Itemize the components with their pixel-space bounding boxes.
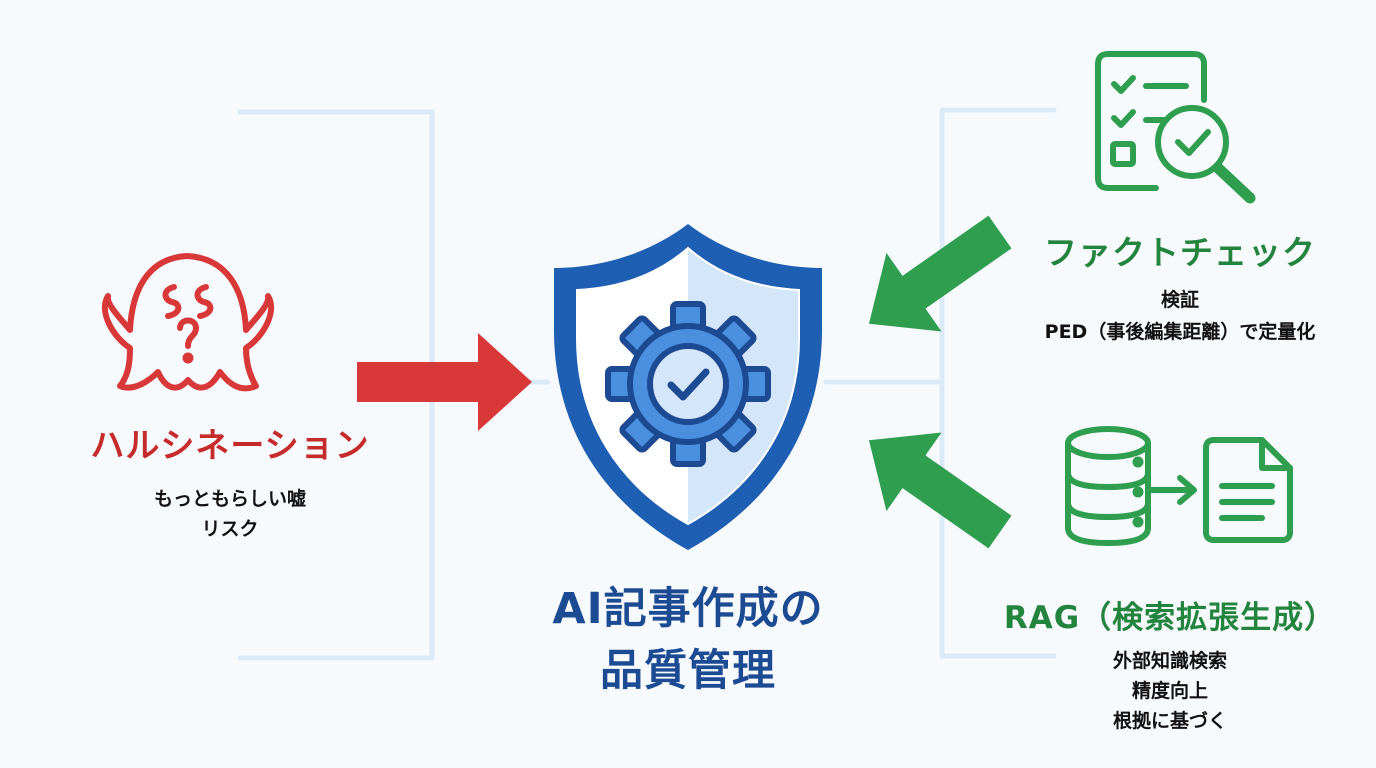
checklist-tick-1	[1111, 75, 1136, 94]
green-arrow-bottom-shape	[868, 432, 1012, 549]
ghost-squiggle-left	[162, 284, 182, 319]
ghost-squiggle-right	[194, 284, 214, 319]
red-arrow	[357, 333, 532, 431]
database-to-document-icon	[1065, 426, 1293, 546]
database-dot-3	[1132, 516, 1144, 528]
magnifier-handle	[1212, 162, 1256, 204]
green-arrow-bottom	[868, 432, 1012, 549]
magnifier-check	[1175, 129, 1211, 156]
hallucination-desc-line-1: もっともらしい嘘	[153, 488, 306, 510]
green-arrow-top	[868, 215, 1012, 332]
quality-management-title-line-2: 品質管理	[600, 646, 776, 696]
rag-desc-line-1: 外部知識検索	[1112, 650, 1227, 672]
rag-desc-line-3: 根拠に基づく	[1112, 710, 1227, 732]
database-top	[1065, 426, 1151, 460]
database-dot-1	[1132, 456, 1144, 468]
checklist-magnifier-icon	[1095, 51, 1256, 204]
document-icon	[1203, 437, 1293, 543]
ghost-question-mark	[177, 317, 199, 349]
quality-management-title-line-1: AI記事作成の	[552, 584, 824, 634]
hallucination-title: ハルシネーション	[90, 426, 370, 466]
right-bracket	[823, 107, 1057, 659]
rag-desc: 外部知識検索 精度向上 根拠に基づく	[980, 646, 1360, 736]
ghost-outline	[101, 253, 275, 392]
fact-check-title: ファクトチェック	[1044, 233, 1316, 272]
check-mark-icon	[667, 368, 710, 401]
shield-gear-check-icon	[554, 224, 822, 550]
shield-inner-outline	[576, 246, 800, 526]
document-fold	[1259, 437, 1293, 471]
database-ring-2	[1065, 500, 1151, 520]
checklist-paper	[1095, 51, 1207, 191]
magnifier-lens	[1155, 105, 1229, 179]
fact-check-desc-line-2: PED（事後編集距離）で定量化	[1044, 321, 1316, 343]
gear-icon	[605, 301, 771, 467]
ghost-question-dot	[182, 352, 194, 364]
fact-check-desc-line-1: 検証	[1160, 289, 1199, 311]
hallucination-desc-line-2: リスク	[201, 518, 259, 540]
database-body	[1065, 440, 1151, 546]
checklist-tick-2	[1111, 109, 1136, 128]
hallucination-desc: もっともらしい嘘 リスク	[40, 484, 420, 544]
document-outline	[1203, 437, 1293, 543]
rag-title: RAG（検索拡張生成）	[1003, 600, 1337, 636]
database-icon	[1065, 426, 1151, 546]
fact-check-desc: 検証 PED（事後編集距離）で定量化	[990, 284, 1370, 348]
database-ring-1	[1065, 470, 1151, 490]
rag-desc-line-2: 精度向上	[1131, 680, 1208, 702]
right-bracket-line	[939, 107, 1057, 659]
green-arrow-top-shape	[868, 215, 1012, 332]
ghost-icon	[101, 253, 275, 392]
checklist-box	[1110, 141, 1136, 167]
gear-inner-ring	[647, 343, 729, 425]
quality-management-title: AI記事作成の 品質管理	[448, 578, 928, 702]
red-arrow-shape	[357, 333, 532, 431]
database-dot-2	[1132, 486, 1144, 498]
arrow-right-icon	[1147, 475, 1197, 505]
